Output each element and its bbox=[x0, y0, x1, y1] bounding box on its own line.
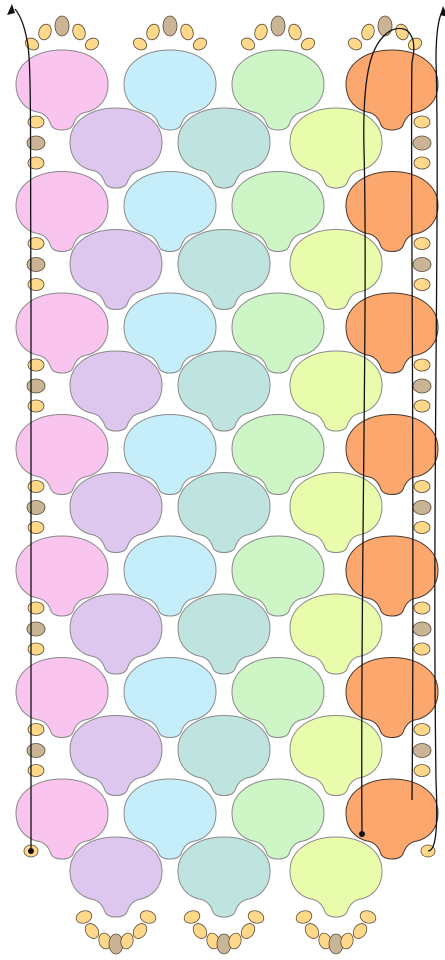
picot-bead bbox=[55, 16, 69, 36]
picot-bead bbox=[271, 16, 285, 36]
picot-bead bbox=[287, 22, 304, 41]
side-bead bbox=[413, 622, 431, 636]
picot-bead bbox=[378, 16, 392, 36]
side-bead bbox=[414, 522, 430, 534]
picot-bead bbox=[253, 22, 270, 41]
thread-start-dot bbox=[28, 848, 34, 854]
side-bead bbox=[413, 744, 431, 758]
side-bead bbox=[414, 643, 430, 655]
shell-lavender bbox=[70, 837, 162, 917]
picot-bead bbox=[138, 909, 157, 926]
side-bead bbox=[27, 136, 45, 150]
side-bead bbox=[413, 136, 431, 150]
thread-arrow-left bbox=[7, 4, 15, 15]
side-bead bbox=[413, 258, 431, 272]
side-bead bbox=[414, 359, 430, 371]
side-bead bbox=[414, 279, 430, 291]
picot-bead bbox=[246, 909, 265, 926]
side-bead bbox=[27, 258, 45, 272]
picot-bead bbox=[71, 22, 88, 41]
side-bead bbox=[414, 481, 430, 493]
side-bead bbox=[27, 501, 45, 515]
side-bead bbox=[414, 116, 430, 128]
side-bead bbox=[414, 238, 430, 250]
picot-bead bbox=[406, 36, 424, 53]
picot-bead bbox=[131, 36, 149, 53]
picot-bead bbox=[74, 909, 93, 926]
picot-bead bbox=[179, 22, 196, 41]
picot-bead bbox=[360, 22, 377, 41]
picot-bead bbox=[23, 36, 41, 53]
picot-bead bbox=[239, 36, 257, 53]
side-bead bbox=[413, 501, 431, 515]
picot-bead bbox=[358, 909, 377, 926]
picot-bead bbox=[37, 22, 54, 41]
picot-bead bbox=[191, 36, 209, 53]
shell-lime bbox=[290, 837, 382, 917]
picot-bead bbox=[83, 36, 101, 53]
picot-bead bbox=[346, 36, 364, 53]
picot-bead bbox=[145, 22, 162, 41]
side-bead bbox=[414, 400, 430, 412]
picot-bead bbox=[299, 36, 317, 53]
side-bead bbox=[414, 602, 430, 614]
shell-teal bbox=[178, 837, 270, 917]
side-bead bbox=[27, 379, 45, 393]
side-bead bbox=[413, 379, 431, 393]
thread-start-dot bbox=[359, 831, 365, 837]
side-bead bbox=[27, 744, 45, 758]
side-bead bbox=[27, 622, 45, 636]
shell-grid bbox=[16, 50, 438, 917]
picot-bead bbox=[182, 909, 201, 926]
side-bead bbox=[414, 157, 430, 169]
side-bead bbox=[414, 724, 430, 736]
picot-bead bbox=[294, 909, 313, 926]
picot-bead bbox=[163, 16, 177, 36]
side-bead bbox=[414, 765, 430, 777]
